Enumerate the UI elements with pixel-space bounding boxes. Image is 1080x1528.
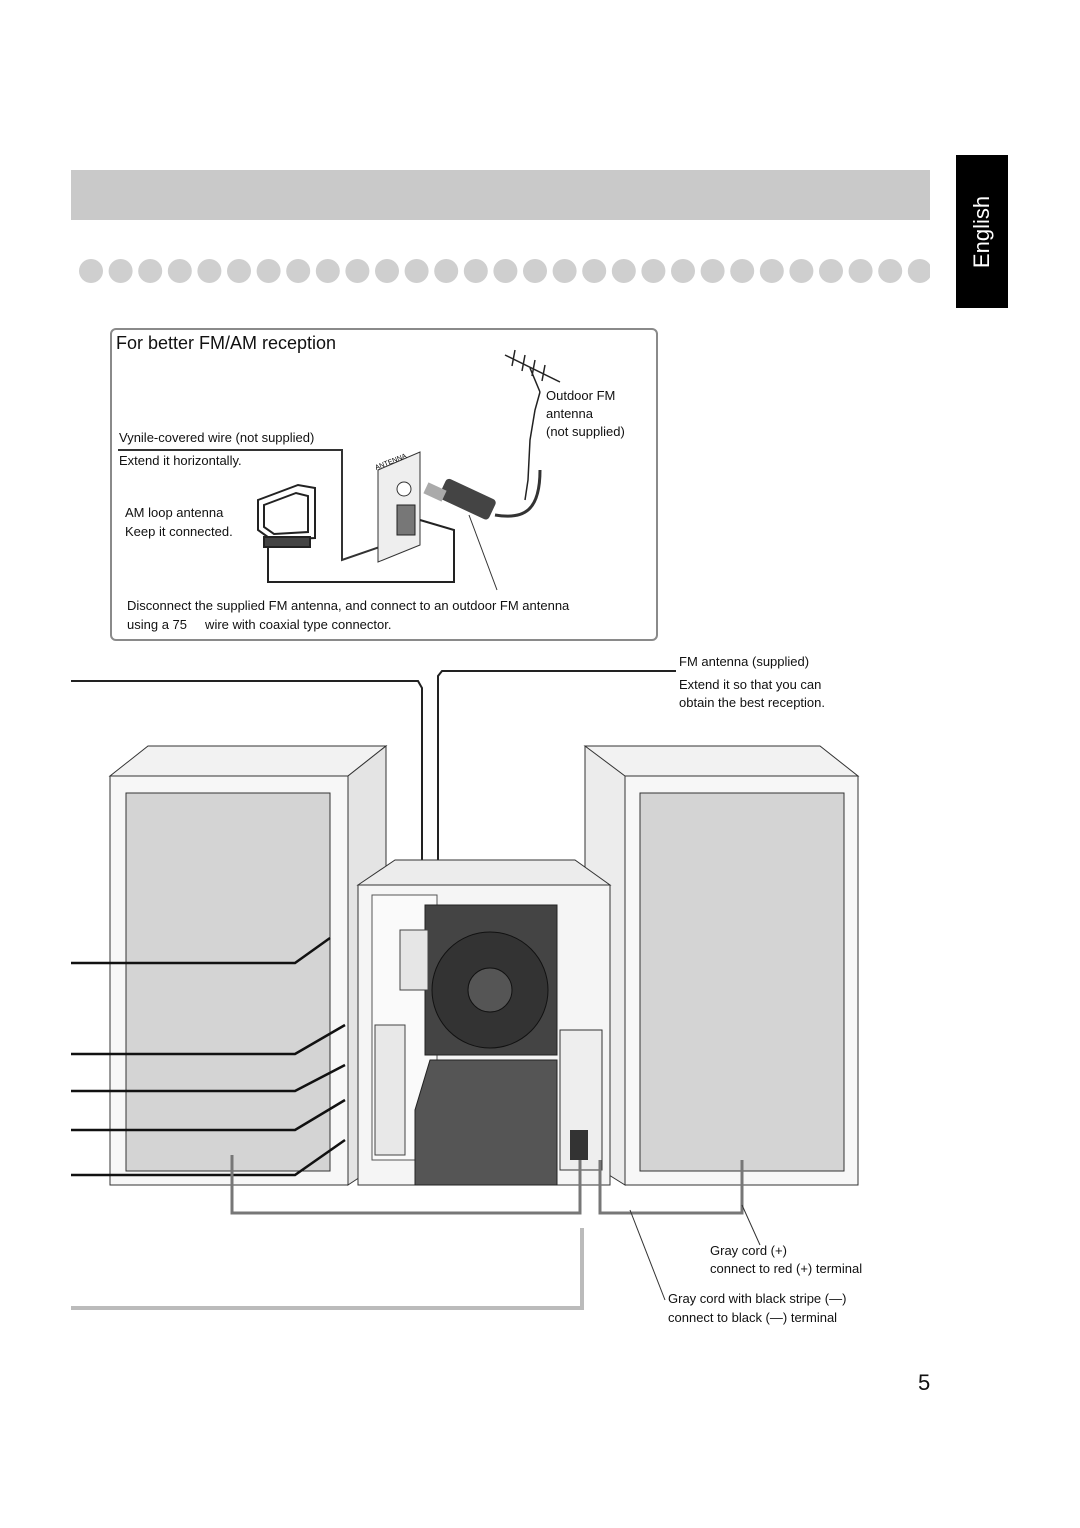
antenna-terminal-panel: [377, 451, 421, 563]
gray-cord-instruction: connect to red (+) terminal: [710, 1261, 863, 1276]
left-speaker: [108, 744, 388, 1186]
reception-note-line-2: using a 75 wire with coaxial type connec…: [127, 617, 392, 632]
divider-dot: [463, 259, 488, 283]
am-loop-instruction: Keep it connected.: [125, 524, 233, 539]
divider-dot: [789, 259, 814, 283]
divider-dot: [404, 259, 429, 283]
outdoor-antenna-icon: [504, 349, 561, 501]
divider-dot: [79, 259, 103, 283]
main-unit-rear: [356, 859, 612, 1186]
divider-dot: [434, 259, 459, 283]
page-number: 5: [918, 1370, 931, 1395]
fm-antenna-instruction-1: Extend it so that you can: [679, 677, 822, 692]
wire-label: Vynile-covered wire (not supplied): [119, 430, 315, 445]
divider-dot: [227, 259, 251, 283]
fm-antenna-instruction-2: obtain the best reception.: [679, 695, 825, 710]
divider-dot: [375, 259, 399, 283]
speaker-cords: [230, 1155, 744, 1215]
gray-cord-label: Gray cord (+): [710, 1243, 787, 1258]
divider-dot: [819, 259, 843, 283]
coax-plug-icon: [423, 478, 496, 520]
right-speaker: [583, 745, 860, 1186]
striped-cord-label: Gray cord with black stripe (—): [668, 1291, 847, 1306]
stripe-leader-line: [629, 1209, 666, 1301]
divider-dot: [167, 259, 192, 283]
divider-dot: [552, 259, 577, 283]
divider-dot: [759, 259, 784, 283]
divider-dot: [611, 259, 636, 283]
divider-dot: [523, 259, 547, 283]
divider-dot: [700, 259, 725, 283]
striped-cord-instruction: connect to black (—) terminal: [668, 1310, 838, 1325]
fm-antenna-wire: [71, 670, 676, 950]
fm-antenna-label: FM antenna (supplied): [679, 654, 810, 669]
reception-note-line-1: Disconnect the supplied FM antenna, and …: [127, 598, 570, 613]
vinyl-wire: [118, 449, 401, 562]
gray-leader-line: [741, 1204, 761, 1246]
divider-dot: [641, 259, 666, 283]
plug-leader-line: [468, 514, 498, 591]
divider-dot: [671, 259, 695, 283]
outdoor-antenna-label-1: Outdoor FM: [546, 388, 616, 403]
wire-instruction: Extend it horizontally.: [119, 453, 242, 468]
divider-dot: [256, 259, 281, 283]
am-loop-label: AM loop antenna: [125, 505, 224, 520]
divider-dot: [345, 259, 370, 283]
outdoor-antenna-label-2: antenna: [546, 406, 593, 421]
gray-cord: [71, 1228, 584, 1310]
am-loop-wire: [267, 519, 455, 583]
divider-dot: [108, 259, 133, 283]
coaxial-cable: [494, 469, 542, 518]
divider-dot: [138, 259, 163, 283]
divider-dot: [197, 259, 222, 283]
divider-dot: [730, 259, 755, 283]
divider-dot: [315, 259, 340, 283]
divider-dot: [878, 259, 903, 283]
divider-dot: [286, 259, 311, 283]
am-loop-antenna-icon: [257, 483, 316, 548]
divider-dot: [848, 259, 873, 283]
outdoor-antenna-label-3: (not supplied): [546, 424, 625, 439]
divider-dot: [582, 259, 607, 283]
dot-divider: [79, 259, 930, 283]
divider-dot: [493, 259, 518, 283]
section-title-bar: [71, 170, 930, 220]
reception-box-title: For better FM/AM reception: [116, 333, 337, 353]
divider-dot: [907, 259, 930, 283]
av-cables: [71, 936, 346, 1177]
language-tab: English: [956, 155, 1008, 308]
